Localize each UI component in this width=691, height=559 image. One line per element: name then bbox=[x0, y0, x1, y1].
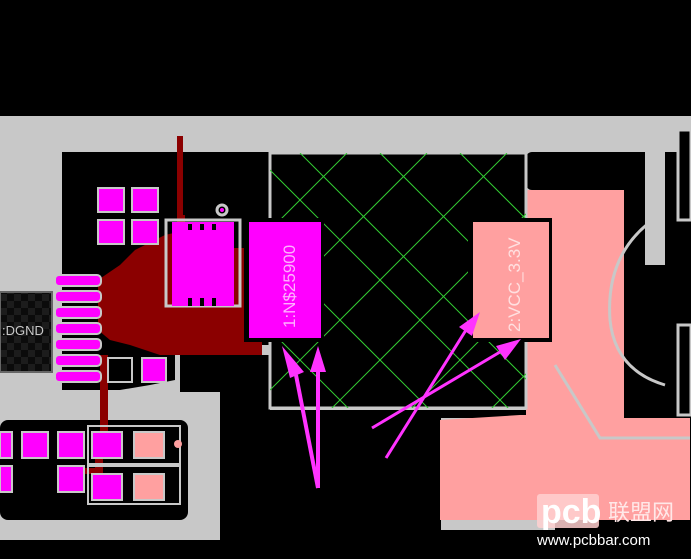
pad bbox=[97, 187, 125, 213]
pad bbox=[97, 219, 125, 245]
pad bbox=[54, 290, 102, 303]
gray-outline-arcs bbox=[553, 213, 690, 440]
watermark-url: www.pcbbar.com bbox=[536, 532, 650, 549]
pad bbox=[0, 431, 13, 459]
pad bbox=[54, 354, 102, 367]
annotation-arrows bbox=[282, 312, 521, 489]
ic-component bbox=[164, 203, 242, 308]
site-watermark: pcb 联盟网 www.pcbbar.com bbox=[536, 493, 674, 549]
pad bbox=[54, 306, 102, 319]
pad-2-net-label: 2:VCC_3.3V bbox=[505, 237, 524, 332]
dgnd-net-label: :DGND bbox=[2, 323, 44, 338]
pad bbox=[54, 370, 102, 383]
pad bbox=[107, 357, 133, 383]
pad bbox=[54, 274, 102, 287]
pad-1: 1:N$25900 bbox=[244, 218, 324, 342]
pad bbox=[133, 473, 165, 501]
pad bbox=[57, 431, 85, 459]
pad bbox=[21, 431, 49, 459]
pad bbox=[141, 357, 167, 383]
pad bbox=[133, 431, 165, 459]
pad bbox=[91, 473, 123, 501]
pad bbox=[54, 322, 102, 335]
pad bbox=[131, 187, 159, 213]
pad bbox=[0, 465, 13, 493]
watermark-brand: pcb bbox=[541, 493, 601, 531]
watermark-cn: 联盟网 bbox=[608, 501, 674, 526]
via bbox=[174, 440, 182, 448]
dgnd-block: :DGND bbox=[0, 291, 53, 373]
pad bbox=[91, 431, 123, 459]
smd-pads bbox=[0, 187, 167, 501]
pad bbox=[54, 338, 102, 351]
right-pad-2 bbox=[676, 323, 691, 417]
right-pad-1 bbox=[676, 128, 691, 222]
pad-2: 2:VCC_3.3V bbox=[468, 218, 552, 342]
pad bbox=[57, 465, 85, 493]
pad-1-net-label: 1:N$25900 bbox=[280, 245, 299, 328]
component-outline bbox=[87, 465, 181, 505]
pad bbox=[131, 219, 159, 245]
